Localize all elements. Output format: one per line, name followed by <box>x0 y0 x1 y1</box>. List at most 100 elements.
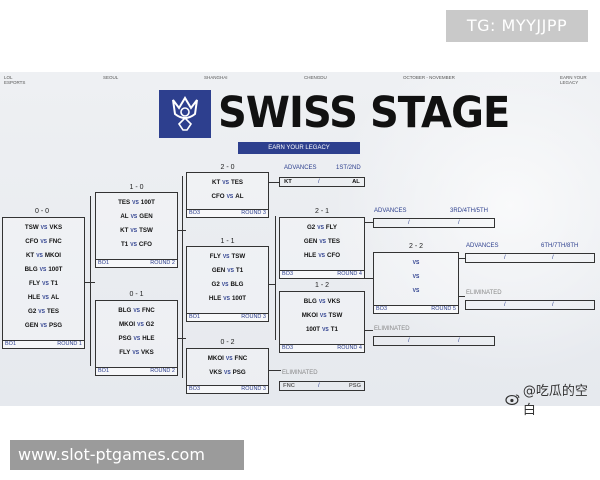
eliminated-1-strip: FNC / PSG <box>279 381 365 391</box>
eliminated-2-strip: / / <box>373 336 495 346</box>
slot-divider: / <box>504 302 506 308</box>
top-label-dates: OCTOBER - NOVEMBER <box>403 75 455 80</box>
slot-divider: / <box>318 179 320 185</box>
record-0-0: 0 - 0 <box>34 208 49 215</box>
page-title: SWISS STAGE <box>218 88 510 138</box>
slot-divider: / <box>318 383 320 389</box>
advances-label: ADVANCES <box>466 243 499 249</box>
top-label-seoul: SEOUL <box>103 75 119 80</box>
connector <box>269 284 275 285</box>
eliminated-label: ELIMINATED <box>466 290 502 296</box>
advances-label: ADVANCES <box>284 165 317 171</box>
top-label-shanghai: SHANGHAI <box>204 75 228 80</box>
record-0-2: 0 - 2 <box>220 339 235 346</box>
watermark-text: @吃瓜的空白 <box>522 384 588 418</box>
connector <box>459 296 465 297</box>
slot-divider: / <box>552 255 554 261</box>
record-2-1: 2 - 1 <box>314 208 329 215</box>
connector <box>90 196 91 366</box>
slot-divider: / <box>458 338 460 344</box>
connector <box>365 278 373 279</box>
eliminated-label: ELIMINATED <box>282 370 318 376</box>
record-1-0: 1 - 0 <box>129 184 144 191</box>
eliminated-label: ELIMINATED <box>374 326 410 332</box>
connector <box>365 222 373 223</box>
connector <box>459 258 465 259</box>
top-label-lol-esports: LOL ESPORTS <box>4 75 26 85</box>
slot-divider: / <box>408 338 410 344</box>
connector <box>182 176 183 296</box>
top-label-legacy: EARN YOUR LEGACY <box>560 75 587 85</box>
advances-places: 6TH/7TH/8TH <box>541 243 579 249</box>
advances-places: 1ST/2ND <box>336 165 361 171</box>
advances-3-strip: / / <box>465 253 595 263</box>
record-1-1: 1 - 1 <box>220 238 235 245</box>
match-row: VS <box>412 288 420 294</box>
connector <box>269 182 279 183</box>
record-0-1: 0 - 1 <box>129 291 144 298</box>
slot-divider: / <box>504 255 506 261</box>
record-1-2: 1 - 2 <box>314 282 329 289</box>
connector <box>275 216 276 340</box>
slot-divider: / <box>408 220 410 226</box>
top-label-chengdu: CHENGDU <box>304 75 327 80</box>
weibo-icon <box>505 394 520 405</box>
eliminated-team: PSG <box>348 383 362 389</box>
advances-places: 3RD/4TH/5TH <box>450 208 489 214</box>
worlds-trophy-icon <box>172 96 198 131</box>
eliminated-team: FNC <box>283 383 295 389</box>
url-banner[interactable]: www.slot-ptgames.com <box>10 440 244 470</box>
slot-divider: / <box>552 302 554 308</box>
subtitle-badge: EARN YOUR LEGACY <box>238 142 360 154</box>
slot-divider: / <box>458 220 460 226</box>
record-2-2: 2 - 2 <box>408 243 423 250</box>
advances-2-strip: / / <box>373 218 495 228</box>
advances-1-strip: KT / AL <box>279 177 365 187</box>
advanced-team: KT <box>284 179 292 185</box>
worlds-logo <box>159 90 211 138</box>
